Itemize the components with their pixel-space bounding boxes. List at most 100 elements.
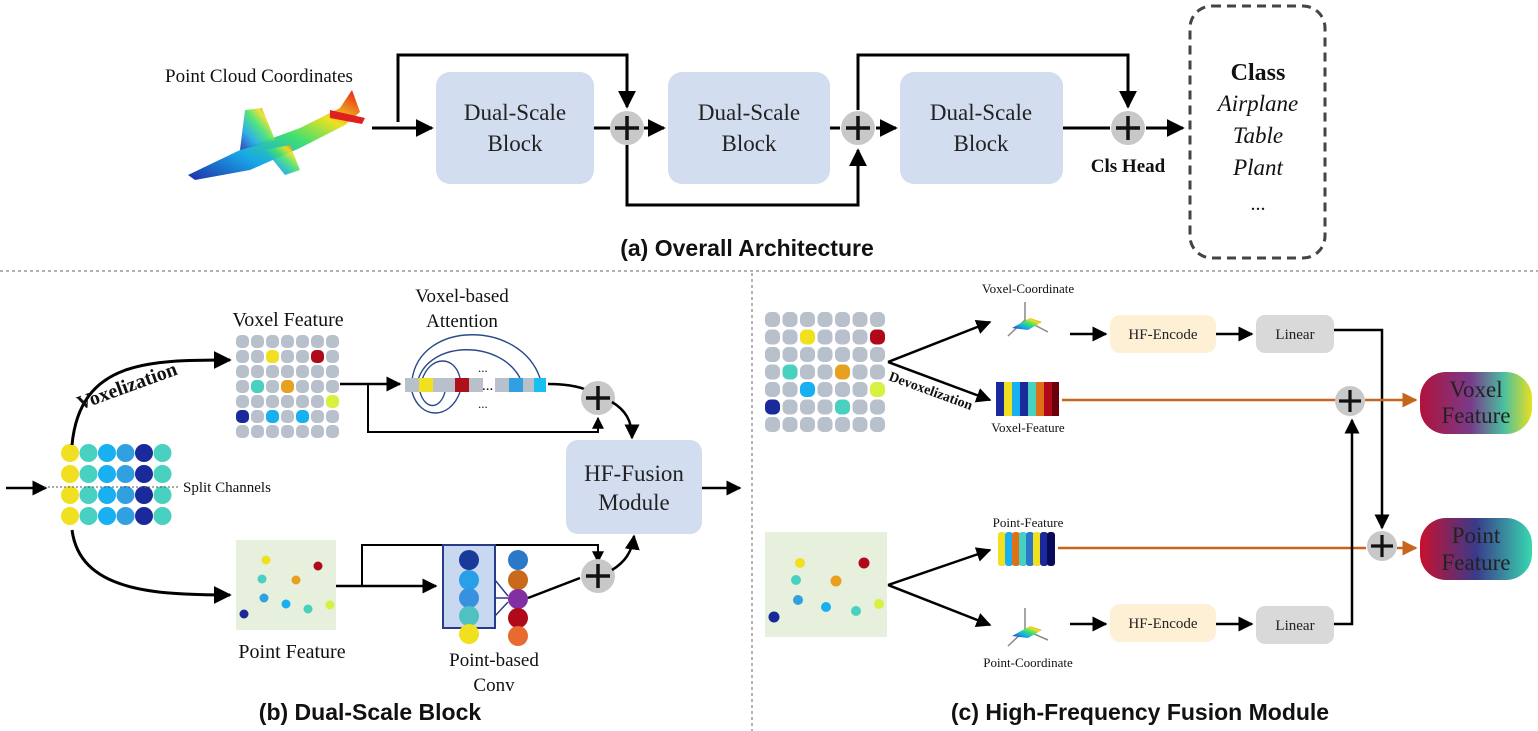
voxel-feature-output: Voxel Feature	[1420, 372, 1532, 434]
point-feature-output: Point Feature	[1420, 518, 1532, 580]
grid-cell	[116, 465, 135, 483]
grid-cell	[116, 486, 135, 504]
voxel-cell	[236, 395, 249, 408]
panel-c: Devoxelization Voxel-Coordinate HF-Encod…	[765, 281, 1532, 725]
grid-cell	[153, 507, 172, 525]
grid-cell	[135, 465, 153, 483]
dual-scale-block-2: Dual-Scale Block	[668, 72, 830, 184]
grid-cell	[135, 507, 153, 525]
voxel-cell	[835, 364, 850, 380]
voxel-cell	[281, 410, 294, 423]
block-label-line1: Dual-Scale	[930, 100, 1032, 125]
voxel-cell	[852, 417, 868, 432]
point	[858, 557, 870, 569]
point	[239, 609, 249, 619]
point	[821, 602, 831, 612]
plus-icon	[610, 111, 644, 145]
attention-label-line1: Voxel-based	[415, 286, 509, 307]
voxel-cell	[281, 350, 294, 363]
grid-cell	[135, 486, 153, 504]
voxel-cell	[296, 335, 309, 348]
voxel-cell	[835, 382, 850, 397]
coordinate-axes-icon	[1007, 608, 1049, 647]
voxel-cell	[817, 347, 833, 362]
voxel-cell	[800, 312, 815, 327]
voxel-cell	[311, 335, 324, 348]
output-point-line1: Point	[1452, 523, 1501, 548]
voxel-cell	[251, 425, 264, 438]
devoxelization-label: Devoxelization	[887, 370, 975, 414]
fusion-label-line1: HF-Fusion	[584, 461, 684, 486]
voxel-cell	[311, 425, 324, 438]
output-point-line2: Feature	[1442, 550, 1511, 575]
class-item: Plant	[1232, 155, 1283, 180]
point	[325, 600, 335, 610]
grid-cell	[98, 444, 116, 462]
voxel-cell	[835, 347, 850, 362]
point	[830, 575, 842, 587]
voxel-cell	[800, 382, 815, 397]
point	[851, 606, 861, 616]
grid-cell	[61, 486, 79, 504]
hf-encode-label: HF-Encode	[1128, 616, 1197, 632]
voxel-cell	[852, 399, 868, 415]
point	[261, 555, 271, 565]
voxel-cell	[326, 380, 339, 393]
split-channels-grid	[61, 444, 172, 525]
voxel-cell	[800, 399, 815, 415]
voxel-cell	[311, 395, 324, 408]
point-feature-small-label: Point-Feature	[993, 515, 1064, 530]
plus-icon	[1367, 531, 1397, 561]
point-feature-panel-c	[765, 532, 887, 637]
voxel-cell	[296, 395, 309, 408]
voxel-cell	[236, 335, 249, 348]
voxel-cell	[782, 347, 798, 362]
plus-icon	[1335, 386, 1365, 416]
voxel-cell	[281, 335, 294, 348]
grid-cell	[153, 486, 172, 504]
class-output-box: Class Airplane Table Plant ...	[1188, 4, 1327, 260]
voxel-cell	[311, 380, 324, 393]
point	[313, 561, 323, 571]
point	[257, 574, 267, 584]
conv-label-line2: Conv	[473, 675, 515, 696]
voxel-cell	[236, 365, 249, 378]
voxel-cell	[236, 425, 249, 438]
voxel-grid-c	[765, 312, 885, 432]
voxel-cell	[326, 410, 339, 423]
voxel-cell	[311, 365, 324, 378]
voxel-cell	[870, 347, 885, 362]
voxel-cell	[870, 382, 885, 397]
plus-icon	[1111, 111, 1145, 145]
voxel-cell	[281, 380, 294, 393]
cls-head-label: Cls Head	[1091, 156, 1166, 177]
plus-icon	[581, 381, 615, 415]
voxel-cell	[266, 365, 279, 378]
point-coordinate-label: Point-Coordinate	[983, 655, 1073, 670]
panel-a: Point Cloud Coordinates Dual-Scale Block…	[165, 4, 1327, 261]
grid-cell	[153, 444, 172, 462]
ellipsis: ...	[478, 396, 488, 411]
grid-cell	[79, 507, 98, 525]
voxel-cell	[782, 399, 798, 415]
class-item: Table	[1233, 123, 1283, 148]
voxel-cell	[251, 335, 264, 348]
point	[291, 575, 301, 585]
linear-label: Linear	[1275, 327, 1314, 343]
voxel-feature-stack	[996, 382, 1059, 416]
grid-cell	[79, 465, 98, 483]
grid-cell	[61, 465, 79, 483]
voxel-cell	[251, 410, 264, 423]
voxel-cell	[870, 312, 885, 327]
point	[281, 599, 291, 609]
output-voxel-line2: Feature	[1442, 403, 1511, 428]
point	[795, 558, 805, 568]
voxel-cell	[835, 329, 850, 345]
grid-cell	[98, 465, 116, 483]
voxel-cell	[236, 380, 249, 393]
grid-cell	[98, 486, 116, 504]
voxel-cell	[281, 425, 294, 438]
fusion-label-line2: Module	[598, 490, 670, 515]
coordinate-axes-icon	[1007, 302, 1049, 337]
